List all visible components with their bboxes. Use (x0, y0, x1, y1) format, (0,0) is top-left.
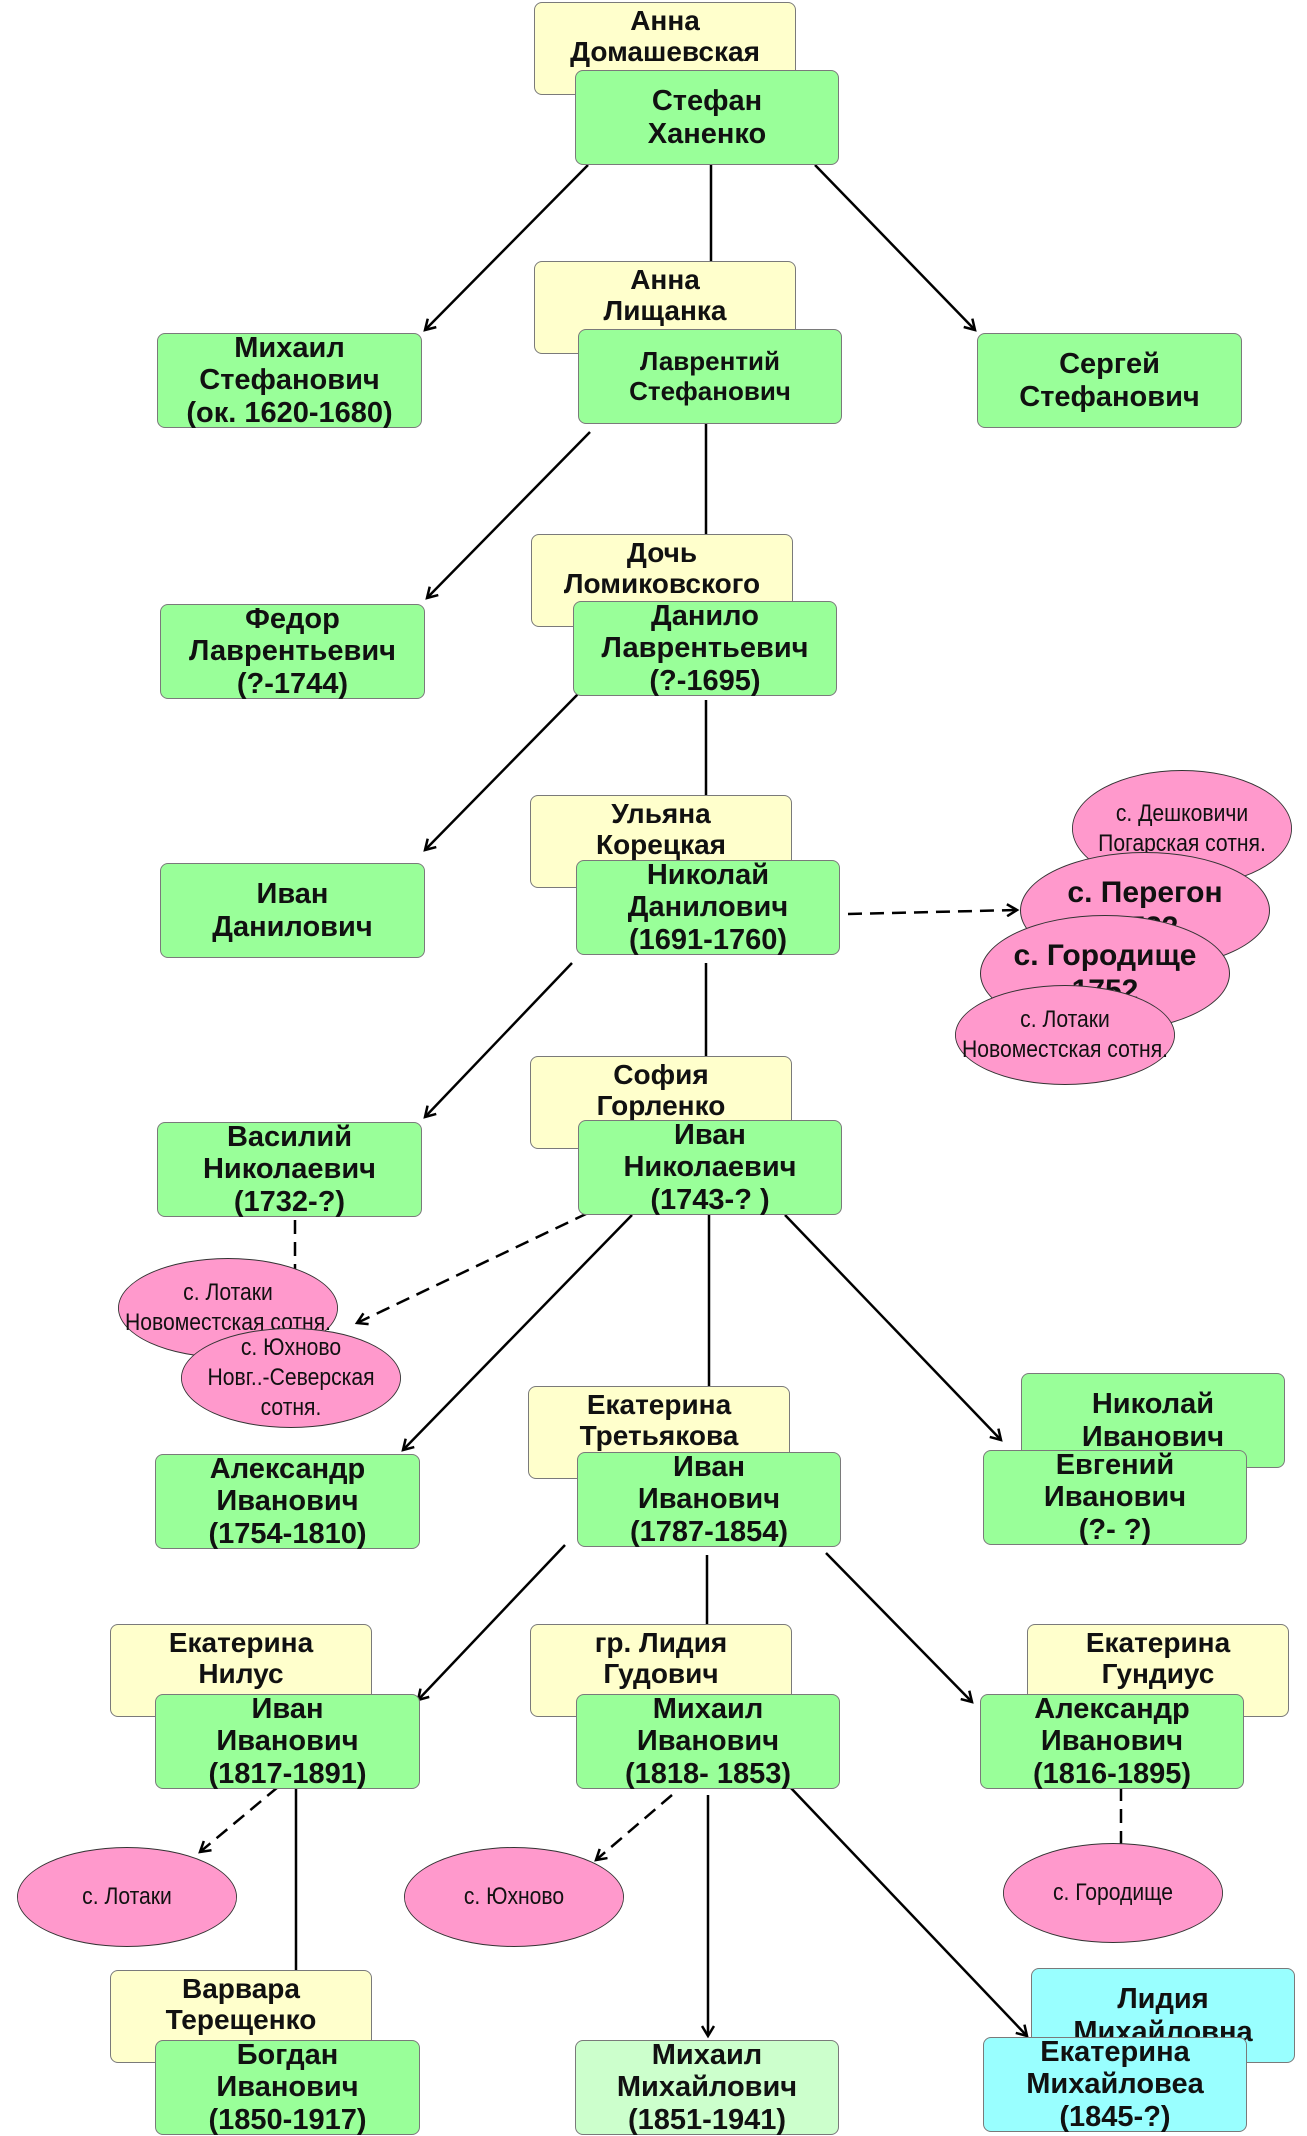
edge-mikhail-ekaterina (789, 1786, 1027, 2036)
person-stefan-khanenko: Стефан Ханенко (575, 70, 839, 165)
edge-danilo-ivan (425, 693, 579, 850)
person-mikhail-mikhaylovich: Михаил Михайлович (1851-1941) (575, 2039, 839, 2136)
place-yukhnovo-novg: с. Юхново Новг..-Северская сотня. (181, 1328, 401, 1428)
person-lavrentiy-stefanovich: Лаврентий Стефанович (578, 329, 842, 424)
edge-ivanivan-aleksandr2 (825, 1552, 972, 1702)
person-ivan-nikolaevich: Иван Николаевич (1743-? ) (578, 1119, 842, 1216)
person-nikolay-danilovich: Николай Данилович (1691-1760) (576, 859, 840, 956)
place-yukhnovo: с. Юхново (404, 1847, 624, 1947)
edge-ivan-aleksandr (403, 1214, 633, 1450)
person-aleksandr-ivanovich-1816: Александр Иванович (1816-1895) (980, 1693, 1244, 1790)
edge-ivan2-lotaki (200, 1786, 279, 1852)
person-danilo-lavrentyevich: Данило Лаврентьевич (?-1695) (573, 600, 837, 697)
person-fedor-lavrentyevich: Федор Лаврентьевич (?-1744) (160, 603, 425, 700)
edge-stefan-sergey (814, 164, 975, 330)
person-mikhail-ivanovich: Михаил Иванович (1818- 1853) (576, 1693, 840, 1790)
person-ivan-ivanovich-1787: Иван Иванович (1787-1854) (577, 1451, 841, 1548)
person-ekaterina-mikhaylovna: Екатерина Михайловеа (1845-?) (983, 2036, 1247, 2133)
person-vasiliy-nikolaevich: Василий Николаевич (1732-?) (157, 1121, 422, 1218)
edge-lavrentiy-fedor (427, 431, 591, 598)
edge-ivan-places (357, 1211, 589, 1323)
person-mikhail-stefanovich: Михаил Стефанович (ок. 1620-1680) (157, 332, 422, 429)
edge-ivanivan-ivan2 (418, 1544, 566, 1700)
edge-mikhail-yukhnovo (596, 1794, 673, 1860)
place-gorodishche: с. Городище (1003, 1843, 1223, 1943)
person-bogdan-ivanovich: Богдан Иванович (1850-1917) (155, 2039, 420, 2136)
edge-nikolay-vasiliy (425, 962, 573, 1117)
person-evgeniy-ivanovich: Евгений Иванович (?- ?) (983, 1449, 1247, 1546)
person-aleksandr-ivanovich-1754: Александр Иванович (1754-1810) (155, 1453, 420, 1550)
place-lotaki: с. Лотаки (17, 1847, 237, 1947)
spouse-ekaterina-nilus: Екатерина Нилус (110, 1624, 372, 1717)
edge-ivan-evgeniy (784, 1214, 1001, 1440)
edge-stefan-mikhail (425, 164, 589, 330)
person-ivan-danilovich: Иван Данилович (160, 863, 425, 958)
edge-nikolay-places (847, 910, 1017, 914)
place-lotaki-novomestskaya-1: с. Лотаки Новоместская сотня. (955, 985, 1175, 1085)
person-ivan-ivanovich-1817: Иван Иванович (1817-1891) (155, 1693, 420, 1790)
person-sergey-stefanovich: Сергей Стефанович (977, 333, 1242, 428)
